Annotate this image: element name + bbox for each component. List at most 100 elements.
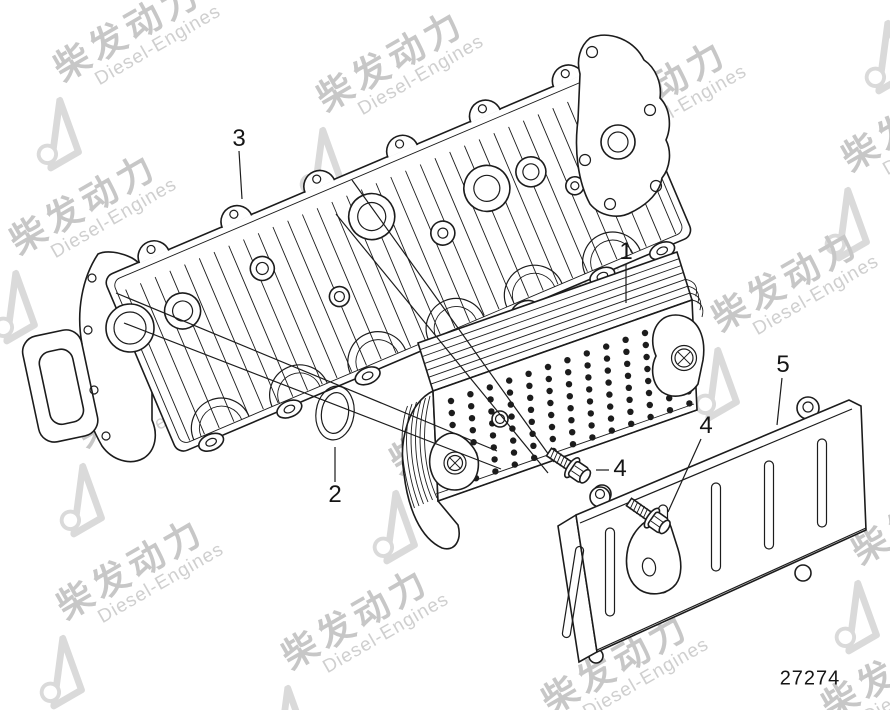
callout-4a: 4 [613,455,627,482]
perforation-dot [623,348,630,355]
perforation-dot [549,435,556,443]
callout-4b: 4 [699,412,713,439]
top-tab-hole [312,174,322,184]
bearing-arch [425,297,485,341]
logo-triangle [835,186,870,262]
casting-boss-bore [473,174,501,202]
perforation-dot [641,329,649,337]
rib-line [405,170,470,322]
plate-curl [689,292,702,311]
callout-5: 5 [776,351,790,378]
callout-1: 1 [619,238,633,265]
perforation-dot [606,391,613,398]
perforation-dot [492,468,499,475]
thread-line [639,505,645,517]
perforation-dot [644,365,651,373]
rib-line [287,220,353,372]
perforation-dot [645,377,652,385]
perforation-dot [565,369,572,376]
logo-circle [372,536,395,558]
engine-casting [21,34,692,463]
thread-line [556,453,562,465]
casting-boss [328,285,351,308]
casting-boss-bore [570,181,580,191]
assembly-axis-line [351,179,555,463]
perforation-dot [510,449,518,456]
rib-line [449,151,515,304]
logo-triangle [875,19,890,95]
perforation-dot [585,374,592,381]
perforation-dot [544,363,552,371]
diesel-engines-logo-icon [0,269,38,345]
perforation-dot [548,423,556,431]
logo-circle [36,143,59,165]
o-ring [315,385,355,441]
perforation-dot [468,415,476,422]
casting-handle [21,329,99,443]
casting-boss-bore [437,227,449,239]
leader-line-3 [238,150,243,200]
plate-line [426,278,686,371]
bearing-arch [582,231,641,275]
top-tab-hole [477,104,488,114]
bearing-arch [269,364,328,407]
diesel-engines-logo-icon [864,19,890,95]
assembly-axis-line [335,213,549,474]
plate-line [428,285,688,378]
perforation-dot [607,403,614,410]
rib-line [522,120,588,272]
thread-line [629,499,636,510]
plate-curl [685,278,698,297]
perforation-dot [645,389,653,397]
perforation-dot [603,343,610,350]
thread-line [642,508,649,519]
perforation-dot [569,441,577,448]
bottom-tab-hole [361,371,374,381]
perforation-dot [527,394,534,401]
plate-line [424,271,684,364]
perforation-dot [566,393,573,400]
callout-3: 3 [232,125,246,152]
perforation-dot [627,408,634,415]
perforation-dot [565,381,573,388]
perforation-dot [491,456,498,463]
oil-cooler [401,250,705,550]
logo-triangle [383,489,418,565]
perforation-dot [643,353,650,361]
diesel-engines-logo-icon [694,346,740,422]
plate-edge [410,401,424,505]
perforation-dot [622,336,629,343]
bearing-arch-inner [199,405,243,437]
casting-boss-bore [522,163,540,181]
bearing-arch [503,264,563,308]
perforation-dot [642,341,649,349]
flange-bolt [625,497,671,535]
perforation-dot [628,420,635,427]
rib-line [228,245,294,397]
perforation-dot [469,427,476,434]
bottom-tab-hole [283,404,296,414]
rib-line [508,126,574,279]
rib-line [184,264,250,416]
perforation-dot [508,413,515,420]
assembly-axis-line [123,322,502,470]
bottom-tab [197,432,225,453]
perforation-dot [525,370,532,377]
leader-line-4b [667,438,702,513]
plate-curl [687,285,700,304]
casting-oil-port [105,303,155,353]
casting-boss [463,164,511,213]
bottom-tab-hole [656,246,669,256]
perforation-dot [586,386,593,393]
cooler-plate-lines [420,258,704,385]
thread-line [559,455,565,467]
plate-edge [424,395,438,499]
plate-curl [691,299,704,318]
perforation-dot [568,417,575,424]
top-tab-hole [394,139,405,149]
casting-end-cap [575,34,671,217]
casting-boss-bore [333,290,346,303]
